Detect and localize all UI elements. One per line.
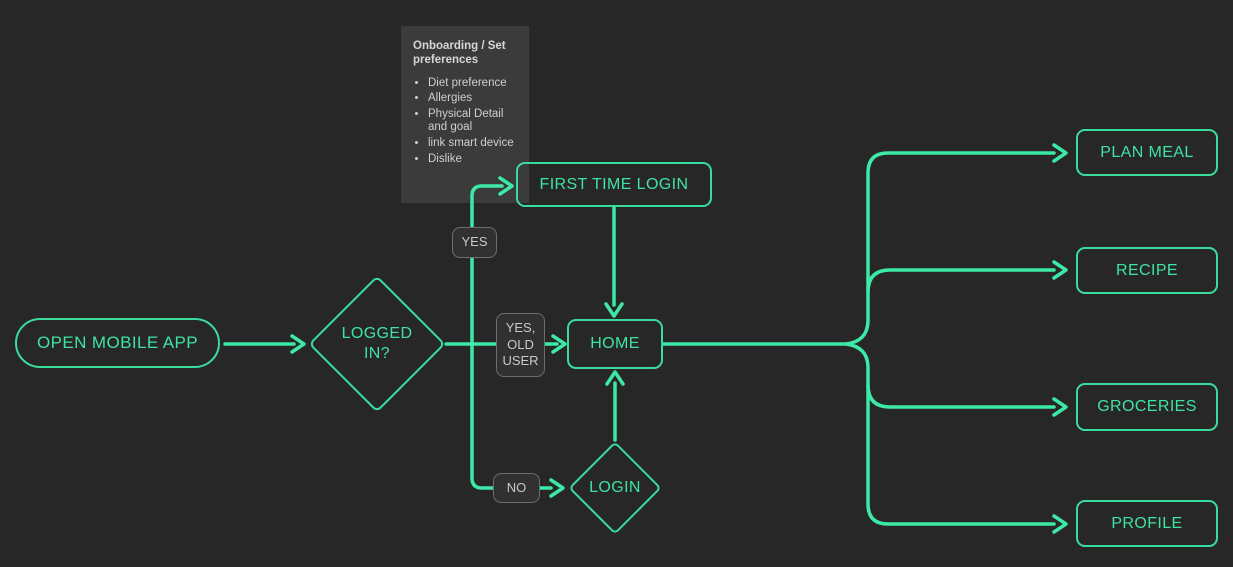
node-first-time-login[interactable]: FIRST TIME LOGIN — [516, 162, 712, 207]
note-bullet: Diet preference — [428, 77, 519, 91]
node-plan-meal[interactable]: PLAN MEAL — [1076, 129, 1218, 176]
connector-home-to-recipe[interactable] — [866, 260, 1068, 294]
node-label: OPEN MOBILE APP — [37, 333, 198, 352]
edge-label-yes-old-user[interactable]: YES, OLD USER — [496, 313, 545, 377]
connector-home-to-profile[interactable] — [844, 342, 1068, 534]
node-label: GROCERIES — [1097, 398, 1197, 415]
sticky-note-bullet-list: Diet preference Allergies Physical Detai… — [413, 77, 519, 166]
edge-label-yes[interactable]: YES — [452, 227, 497, 258]
node-label: PLAN MEAL — [1100, 143, 1194, 161]
note-bullet: link smart device — [428, 137, 519, 151]
sticky-note-onboarding[interactable]: Onboarding / Set preferences Diet prefer… — [401, 26, 529, 203]
note-bullet: Allergies — [428, 92, 519, 106]
connector-login-to-home[interactable] — [605, 370, 625, 442]
node-label: LOGIN — [589, 479, 641, 496]
connector-openapp-to-loggedin[interactable] — [223, 334, 306, 354]
edge-label-text: YES — [461, 234, 488, 250]
node-label: RECIPE — [1116, 261, 1178, 279]
edge-label-text: YES, OLD USER — [502, 319, 539, 369]
node-label: HOME — [590, 335, 640, 352]
edge-label-text: NO — [506, 479, 527, 495]
connector-home-to-planmeal[interactable] — [661, 143, 1068, 346]
node-home[interactable]: HOME — [567, 319, 663, 369]
node-label: LOGGED IN? — [341, 325, 413, 362]
note-bullet: Dislike — [428, 153, 519, 167]
connector-no-to-login[interactable] — [470, 342, 565, 498]
connector-home-to-groceries[interactable] — [866, 383, 1068, 417]
node-label: PROFILE — [1111, 514, 1183, 532]
sticky-note-title: Onboarding / Set preferences — [413, 40, 506, 67]
node-profile[interactable]: PROFILE — [1076, 500, 1218, 547]
node-open-mobile-app[interactable]: OPEN MOBILE APP — [15, 318, 220, 368]
node-label: FIRST TIME LOGIN — [539, 175, 689, 193]
connector-firsttimelogin-to-home[interactable] — [604, 206, 624, 318]
node-login-decision[interactable]: LOGIN — [568, 441, 662, 535]
node-recipe[interactable]: RECIPE — [1076, 247, 1218, 294]
note-bullet: Physical Detail and goal — [428, 108, 519, 135]
connector-yes-to-firsttimelogin[interactable] — [470, 176, 514, 346]
edge-label-no[interactable]: NO — [493, 473, 540, 503]
node-logged-in-decision[interactable]: LOGGED IN? — [308, 275, 446, 413]
node-groceries[interactable]: GROCERIES — [1076, 383, 1218, 431]
